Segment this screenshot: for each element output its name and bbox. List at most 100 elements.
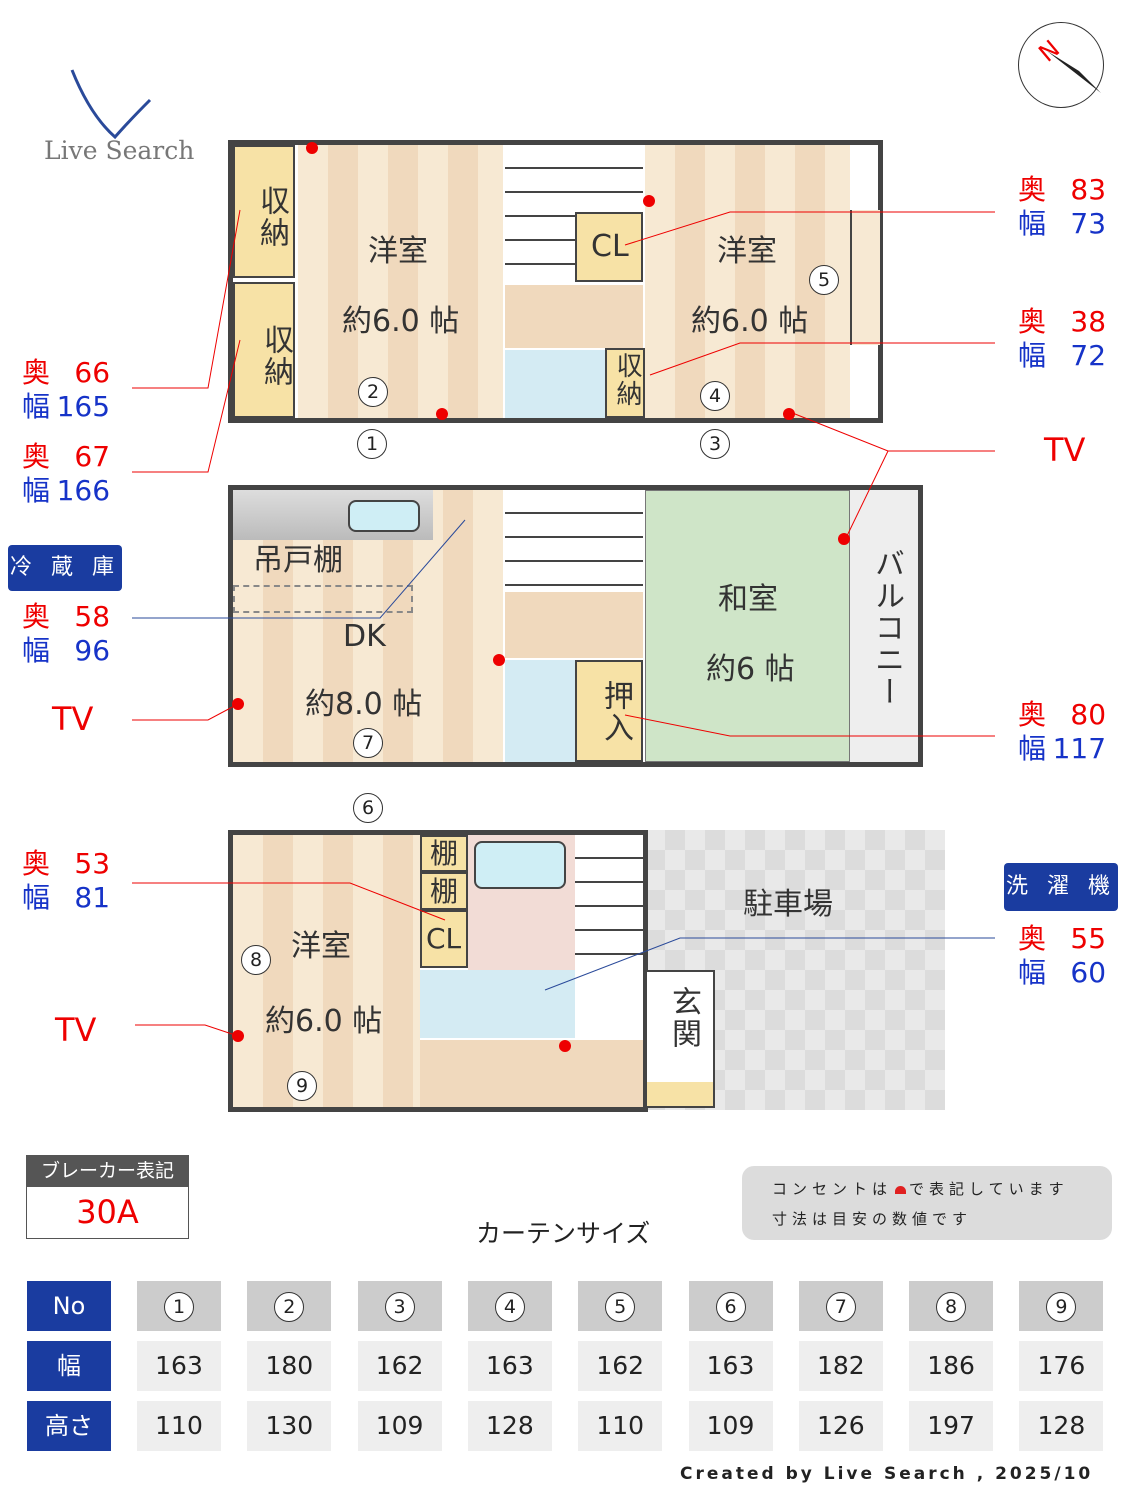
curtain-width-cell: 182: [798, 1341, 883, 1391]
washroom: [420, 970, 575, 1038]
entrance: 玄関: [645, 970, 715, 1108]
curtain-number: 3: [357, 1281, 442, 1331]
outlet-icon: [895, 1186, 907, 1194]
window-number: 9: [287, 1071, 317, 1101]
window-number: 8: [936, 1292, 967, 1322]
room-label: 棚: [430, 875, 459, 908]
window-number: 3: [384, 1292, 415, 1322]
curtain-number: 9: [1019, 1281, 1104, 1331]
hallway-3: [420, 1040, 643, 1107]
window-number: 6: [715, 1292, 746, 1322]
outlet-icon: [559, 1040, 571, 1052]
room-western-5: 洋室 約6.0 帖 5: [645, 145, 850, 418]
room-label: 洋室: [368, 234, 428, 269]
tv-label: TV: [1044, 431, 1086, 469]
curtain-number: 7: [798, 1281, 883, 1331]
window-number: 7: [825, 1292, 856, 1322]
room-storage-1: 収納: [233, 145, 295, 278]
curtain-title: カーテンサイズ: [476, 1219, 651, 1248]
curtain-height-cell: 130: [247, 1401, 332, 1451]
window-number: 4: [494, 1292, 525, 1322]
room-size: 約6.0 帖: [265, 1004, 383, 1039]
toilet-1: [505, 350, 605, 418]
washer-badge: 洗 濯 機: [1004, 863, 1118, 911]
curtain-number: 4: [467, 1281, 552, 1331]
curtain-width-cell: 162: [578, 1341, 663, 1391]
room-label: 収納: [258, 324, 293, 388]
curtain-width-cell: 163: [688, 1341, 773, 1391]
toilet-2: [505, 660, 575, 762]
window-number: 1: [164, 1292, 194, 1322]
outlet-icon: [783, 408, 795, 420]
window-number: 7: [353, 728, 383, 758]
window-number: 8: [241, 945, 271, 975]
room-size: 約6 帖: [706, 652, 795, 687]
room-label: 棚: [430, 837, 459, 870]
room-size: 約8.0 帖: [305, 687, 423, 722]
window-number: 5: [605, 1292, 636, 1322]
room-label: 洋室: [291, 929, 351, 964]
room-label: 玄関: [666, 986, 701, 1050]
stairs-3: [575, 835, 643, 970]
compass-icon: N: [1018, 22, 1104, 108]
breaker-box: ブレーカー表記 30A: [26, 1155, 189, 1239]
window-number: 2: [358, 377, 388, 407]
room-label: バルコニー: [869, 548, 904, 708]
curtain-height-cell: 126: [798, 1401, 883, 1451]
entrance-step: [647, 1082, 713, 1106]
room-storage-3: 収納: [605, 348, 645, 418]
legend-text: 寸法は目安の数値です: [772, 1210, 973, 1228]
room-label: 収納: [612, 352, 642, 408]
window-number: 4: [700, 381, 730, 411]
hallway-2: [505, 592, 643, 658]
curtain-width-cell: 163: [137, 1341, 221, 1391]
curtain-height-cell: 128: [1019, 1401, 1104, 1451]
logo-mark-icon: [70, 69, 152, 140]
shelf-2: 棚: [420, 872, 468, 910]
curtain-height-cell: 109: [688, 1401, 773, 1451]
window-number: 3: [700, 429, 730, 459]
curtain-height-cell: 109: [357, 1401, 442, 1451]
balcony-door-1: [850, 210, 880, 345]
legend-text: で表記しています: [909, 1180, 1069, 1198]
balcony: バルコニー: [850, 490, 918, 762]
hanging-cabinet: [233, 585, 413, 613]
footer-credit: Created by Live Search , 2025/10: [680, 1464, 1094, 1484]
room-western-8: 洋室 約6.0 帖 8 9: [233, 835, 420, 1107]
row-header-height: 高さ: [27, 1401, 111, 1451]
room-label: 吊戸棚: [253, 543, 343, 578]
window-number: 9: [1046, 1292, 1077, 1322]
curtain-number: 2: [247, 1281, 332, 1331]
room-label: DK: [343, 619, 386, 654]
outlet-icon: [306, 142, 318, 154]
row-header-no: No: [27, 1281, 111, 1331]
room-label: 押入: [598, 680, 633, 744]
tv-label: TV: [52, 700, 94, 738]
curtain-number: 1: [137, 1281, 221, 1331]
curtain-number: 6: [688, 1281, 773, 1331]
outlet-icon: [643, 195, 655, 207]
window-number: 5: [809, 265, 839, 295]
outlet-icon: [436, 408, 448, 420]
curtain-width-cell: 186: [909, 1341, 994, 1391]
window-number: 2: [274, 1292, 305, 1322]
window-number: 6: [353, 793, 383, 823]
curtain-height-cell: 110: [578, 1401, 663, 1451]
stairs-2: [505, 490, 643, 590]
bathtub-icon: [474, 841, 566, 889]
curtain-width-cell: 163: [467, 1341, 552, 1391]
hallway-1: [505, 285, 643, 348]
bathroom: [468, 835, 575, 970]
room-dk: 吊戸棚 DK 約8.0 帖 7: [233, 490, 503, 762]
room-oshiire: 押入: [575, 660, 643, 762]
breaker-value: 30A: [76, 1193, 139, 1231]
